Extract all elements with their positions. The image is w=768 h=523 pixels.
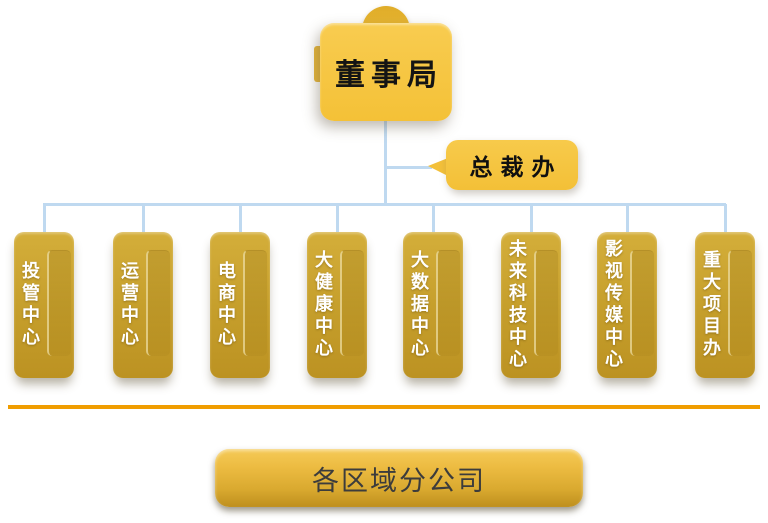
org-node-regional: 各区域分公司 [215,449,583,507]
dept-label: 重大项目办 [701,250,721,360]
dept-label: 运营中心 [119,261,139,349]
connector-drop-6 [530,204,533,233]
divider-line [8,405,760,409]
connector-assistant-branch [386,166,432,169]
org-node-dept-4: 大健康中心 [307,232,367,378]
regional-label: 各区域分公司 [312,465,486,496]
org-node-dept-3: 电商中心 [210,232,270,378]
dept-inner-panel [728,250,752,356]
connector-drop-3 [239,204,242,233]
assistant-label: 总裁办 [469,154,563,180]
dept-label: 投管中心 [20,261,40,349]
connector-drop-8 [724,204,727,233]
org-node-root: 董事局 [320,23,452,121]
dept-inner-panel [146,250,170,356]
dept-inner-panel [534,250,558,356]
dept-inner-panel [243,250,267,356]
root-label: 董事局 [335,59,443,92]
dept-label: 电商中心 [216,261,236,349]
connector-drop-5 [432,204,435,233]
org-node-assistant: 总裁办 [446,140,578,190]
connector-root-vertical [384,120,387,206]
connector-drop-2 [142,204,145,233]
org-node-dept-2: 运营中心 [113,232,173,378]
dept-inner-panel [436,250,460,356]
org-node-dept-1: 投管中心 [14,232,74,378]
dept-inner-panel [47,250,71,356]
connector-drop-4 [336,204,339,233]
connector-drop-7 [626,204,629,233]
dept-label: 影视传媒中心 [603,239,623,371]
org-node-dept-5: 大数据中心 [403,232,463,378]
dept-label: 未来科技中心 [507,239,527,371]
org-node-dept-7: 影视传媒中心 [597,232,657,378]
dept-inner-panel [340,250,364,356]
org-node-dept-6: 未来科技中心 [501,232,561,378]
callout-tail [428,158,448,176]
connector-drop-1 [43,204,46,233]
dept-inner-panel [630,250,654,356]
dept-label: 大数据中心 [409,250,429,360]
connector-bus [43,203,726,206]
dept-label: 大健康中心 [313,250,333,360]
org-node-dept-8: 重大项目办 [695,232,755,378]
